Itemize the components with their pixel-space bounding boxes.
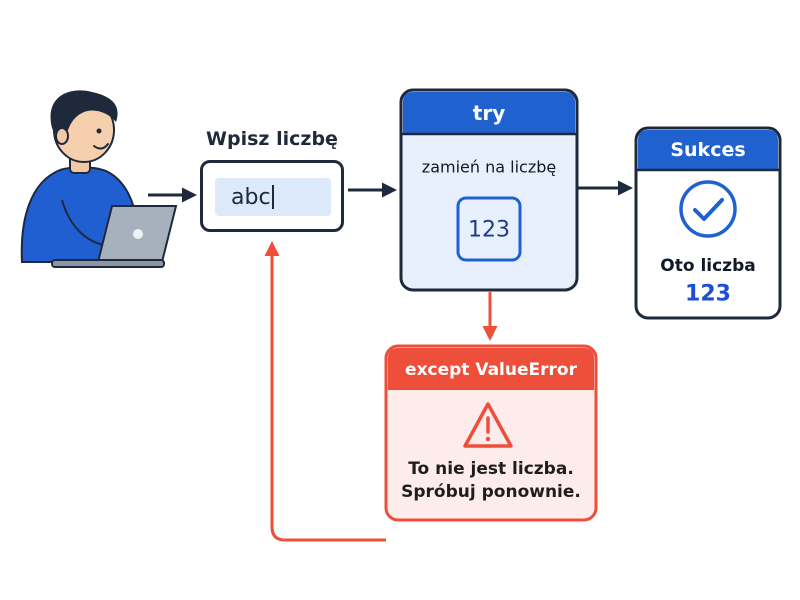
- success-header: Sukces: [670, 139, 746, 161]
- success-block: [634, 126, 782, 320]
- warning-triangle-icon: [463, 402, 513, 448]
- except-header: except ValueError: [405, 360, 577, 380]
- except-block: [384, 344, 598, 522]
- checkmark-circle-icon: [679, 180, 737, 238]
- input-value: abc: [231, 184, 271, 210]
- try-block: [399, 88, 579, 292]
- try-number: 123: [468, 217, 510, 243]
- text-caret: [271, 185, 274, 209]
- try-header: try: [472, 101, 506, 125]
- try-step-label: zamień na liczbę: [421, 157, 557, 177]
- arrow-retry-loop: [264, 241, 386, 542]
- laptop-icon: [51, 205, 178, 268]
- success-number: 123: [685, 281, 731, 307]
- input-box[interactable]: abc: [200, 160, 344, 232]
- except-message: To nie jest liczba. Spróbuj ponownie.: [401, 459, 581, 502]
- success-message: Oto liczba: [660, 256, 756, 276]
- input-field[interactable]: abc: [215, 178, 331, 216]
- number-badge: [456, 196, 522, 262]
- input-label: Wpisz liczbę: [206, 128, 338, 150]
- person-icon: [20, 90, 142, 263]
